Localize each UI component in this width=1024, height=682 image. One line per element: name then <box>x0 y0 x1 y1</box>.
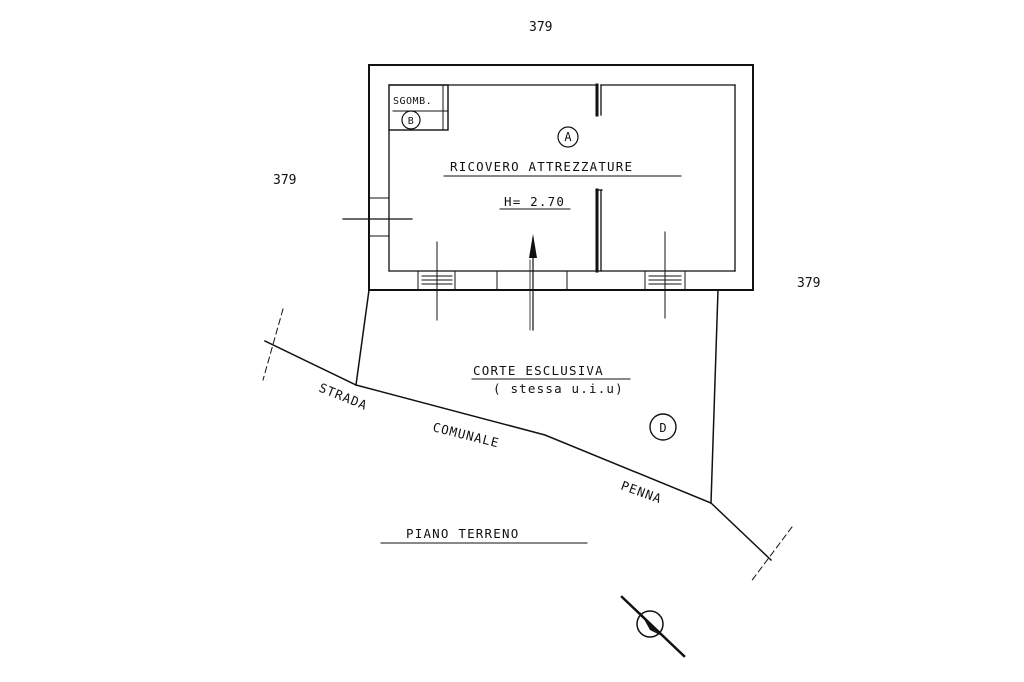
road-word-penna: PENNA <box>619 478 664 507</box>
road-word-strada: STRADA <box>317 380 370 413</box>
marker-b-circle <box>401 110 421 130</box>
closet-box <box>388 84 449 131</box>
road-word-comunale: COMUNALE <box>431 419 501 450</box>
bottom-openings <box>417 231 686 321</box>
marker-d-circle <box>649 413 677 441</box>
north-arrow-icon <box>620 595 686 658</box>
building-outline <box>368 64 754 291</box>
courtyard-boundary <box>355 289 719 504</box>
partition-walls <box>595 83 603 273</box>
ceiling-height: H= 2.70 <box>504 194 565 209</box>
courtyard-note: ( stessa u.i.u) <box>493 381 624 396</box>
parcel-number-right: 379 <box>797 276 820 291</box>
parcel-number-top: 379 <box>529 20 552 35</box>
entrance-arrow-icon <box>529 234 537 331</box>
marker-b-label: B <box>408 116 415 127</box>
marker-d-label: D <box>659 421 666 435</box>
marker-a-circle <box>557 126 579 148</box>
floor-title: PIANO TERRENO <box>406 526 519 541</box>
left-window <box>342 197 413 237</box>
courtyard-name: CORTE ESCLUSIVA <box>473 363 604 378</box>
road-line <box>262 308 793 584</box>
closet-name: SGOMB. <box>393 96 432 107</box>
storage-room-name: RICOVERO ATTREZZATURE <box>450 159 633 174</box>
parcel-number-left: 379 <box>273 173 296 188</box>
marker-a-label: A <box>564 130 572 144</box>
